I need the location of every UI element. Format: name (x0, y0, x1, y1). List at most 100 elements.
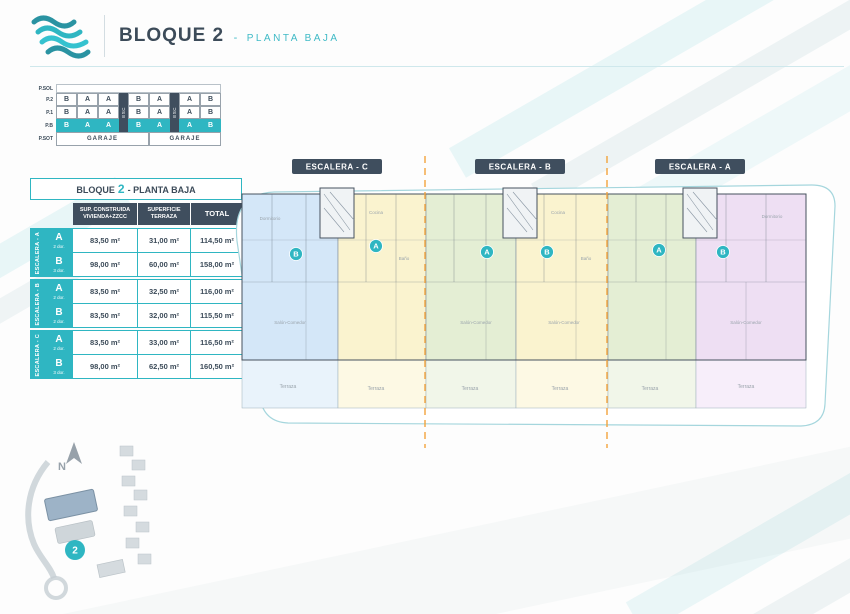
badge-apartment (480, 245, 494, 259)
neighbor-block (54, 520, 96, 544)
floor-label: P.SOT (38, 136, 53, 142)
value-construida: 98,00 m² (73, 355, 137, 379)
terrace-label: Terraza (738, 384, 755, 390)
highlighted-block (44, 488, 98, 522)
neighbor-block (96, 559, 126, 578)
badge-apartment (652, 243, 666, 257)
room-label: Cocina (551, 210, 566, 215)
col-header-terraza: SUPERFICIE TERRAZA (138, 203, 190, 226)
title-separator: - (233, 32, 238, 44)
value-terraza: 60,00 m² (138, 253, 190, 277)
escalera-header-box (475, 159, 565, 174)
terrace (607, 359, 697, 409)
section-cell: B (200, 93, 221, 106)
header-spacer (31, 203, 72, 225)
svg-text:A: A (484, 248, 490, 257)
floor-label: P.1 (46, 109, 53, 116)
terrace (337, 359, 427, 409)
section-cell-highlight: A (77, 119, 98, 132)
section-cell-highlight: A (149, 119, 170, 132)
header-divider (104, 15, 105, 57)
section-cell-highlight: B (56, 119, 77, 132)
section-roof (56, 84, 221, 93)
value-total: 114,50 m² (191, 229, 243, 253)
floor-label: P.SOL (38, 85, 53, 92)
title-floor: PLANTA BAJA (246, 33, 340, 44)
terrace-label: Terraza (642, 386, 659, 392)
svg-text:ESCALERA - B: ESCALERA - B (489, 163, 552, 172)
brand-waves-icon (31, 15, 91, 59)
escalera-header-box (292, 159, 382, 174)
badge-apartment (289, 247, 303, 261)
room-label: Baño (581, 256, 592, 261)
section-cell: B (128, 106, 149, 119)
value-total: 116,00 m² (191, 280, 243, 304)
col-header-total: TOTAL (191, 203, 243, 226)
section-cell: A (77, 93, 98, 106)
terrace-label: Terraza (280, 384, 297, 390)
terrace (425, 359, 517, 409)
escalera-label: ESCALERA - A (31, 229, 45, 277)
terrace (241, 359, 339, 409)
svg-text:ESCALERA - C: ESCALERA - C (306, 163, 369, 172)
terrace (515, 359, 609, 409)
section-cell-highlight: A (98, 119, 119, 132)
room-label: Salón-Comedor (548, 320, 580, 325)
areas-table-header: SUP. CONSTRUIDA VIVIENDA+ZZCC SUPERFICIE… (30, 202, 243, 226)
garage-cell: GARAJE (56, 132, 149, 146)
svg-text:A: A (656, 246, 662, 255)
escalera-headers: ESCALERA - C ESCALERA - B ESCALERA - A (292, 159, 745, 174)
section-cell: B (200, 106, 221, 119)
road (25, 460, 57, 580)
section-cell-highlight: A (179, 119, 200, 132)
section-cell: A (98, 93, 119, 106)
page-title: BLOQUE 2 - PLANTA BAJA (119, 25, 340, 47)
building-section-diagram: P.SOL P.2 B A A ESC B A ESC A B P.1 B A … (30, 84, 221, 146)
floor-label: P.B (45, 122, 53, 129)
section-cell: B (128, 93, 149, 106)
north-label: N (58, 461, 66, 473)
section-cell: A (179, 93, 200, 106)
section-cell: A (149, 106, 170, 119)
site-map: N 2 (25, 442, 152, 600)
svg-text:B: B (293, 250, 299, 259)
svg-text:B: B (544, 248, 550, 257)
col-header-construida: SUP. CONSTRUIDA VIVIENDA+ZZCC (73, 203, 137, 226)
room-label: Salón-Comedor (274, 320, 306, 325)
floor-label: P.2 (46, 96, 53, 103)
section-cell: A (98, 106, 119, 119)
room-labels: Dormitorio Dormitorio Cocina Cocina Baño… (260, 210, 783, 325)
section-cell: B (56, 106, 77, 119)
value-terraza: 33,00 m² (138, 331, 190, 355)
room-label: Salón-Comedor (730, 320, 762, 325)
header-rule (30, 66, 844, 67)
terrace-labels: Terraza Terraza Terraza Terraza Terraza … (280, 384, 755, 392)
apartment-zones (241, 193, 807, 361)
room-label: Dormitorio (260, 216, 281, 221)
value-terraza: 32,50 m² (138, 280, 190, 304)
svg-text:A: A (373, 242, 379, 251)
badge-apartment (716, 245, 730, 259)
stair-column: ESC (170, 93, 179, 132)
value-terraza: 32,00 m² (138, 304, 190, 328)
value-construida: 83,50 m² (73, 304, 137, 328)
stair-cores (319, 187, 718, 239)
section-cell-highlight: B (128, 119, 149, 132)
header: BLOQUE 2 - PLANTA BAJA (30, 10, 340, 62)
section-cell: B (56, 93, 77, 106)
title-block: BLOQUE 2 (119, 25, 225, 46)
room-label: Cocina (369, 210, 384, 215)
terrace-label: Terraza (552, 386, 569, 392)
value-construida: 83,50 m² (73, 280, 137, 304)
floor-plan: Dormitorio Dormitorio Cocina Cocina Baño… (235, 156, 836, 448)
value-terraza: 31,00 m² (138, 229, 190, 253)
